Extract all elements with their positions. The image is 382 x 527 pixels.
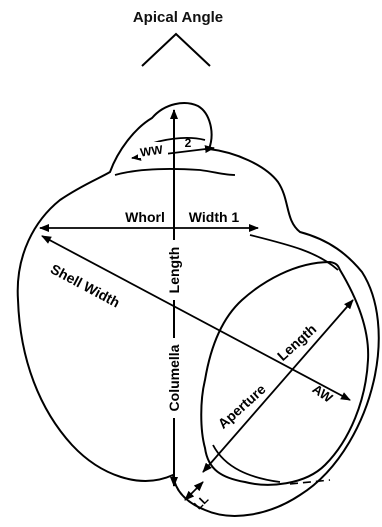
whorl-width-1-left-label: Whorl [125, 209, 165, 225]
inner-lip-line [213, 445, 280, 482]
columella-label: Columella [166, 344, 182, 411]
aperture-length-label: Length [274, 321, 319, 364]
apical-angle-title: Apical Angle [133, 9, 223, 26]
shell-width-label: Shell Width [48, 261, 123, 311]
length-label: Length [166, 247, 182, 294]
apical-angle-symbol [142, 34, 210, 66]
aperture-width-label: AW [310, 381, 336, 406]
shell-outline [18, 103, 379, 516]
whorl-width-1-right-label: Width 1 [189, 209, 240, 225]
shell-width-arrow [42, 236, 350, 400]
whorl-width-2-num-label: 2 [185, 136, 192, 150]
aperture-length-arrow [203, 300, 353, 472]
body-whorl-contour [250, 235, 338, 270]
lip-length-label: LL [191, 492, 211, 512]
